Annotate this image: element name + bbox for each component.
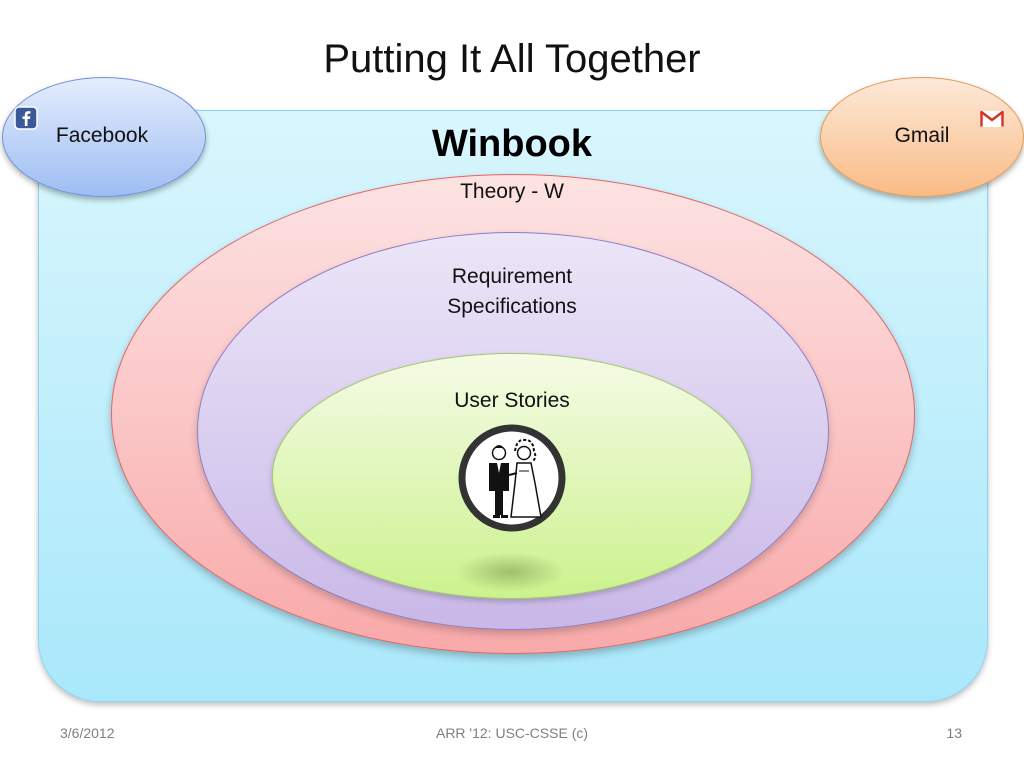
facebook-icon (14, 106, 38, 130)
user-stories-shadow (455, 552, 565, 592)
slide-title: Putting It All Together (323, 37, 701, 81)
facebook-bubble (2, 77, 206, 197)
user-stories-label: User Stories (454, 389, 570, 412)
gmail-label: Gmail (894, 124, 950, 147)
footer-page-number: 13 (946, 725, 962, 741)
gmail-bubble (820, 77, 1024, 197)
requirements-label-line2: Specifications (447, 295, 577, 318)
bride-and-groom-icon (458, 424, 566, 532)
theory-w-label: Theory - W (460, 180, 564, 203)
container-title: Winbook (431, 123, 593, 165)
requirements-label-line1: Requirement (451, 265, 573, 288)
footer-center: ARR '12: USC-CSSE (c) (435, 725, 589, 741)
gmail-icon (980, 110, 1004, 127)
requirements-label: Requirement Specifications (362, 262, 662, 322)
footer-date: 3/6/2012 (60, 725, 115, 741)
facebook-label: Facebook (55, 124, 149, 147)
